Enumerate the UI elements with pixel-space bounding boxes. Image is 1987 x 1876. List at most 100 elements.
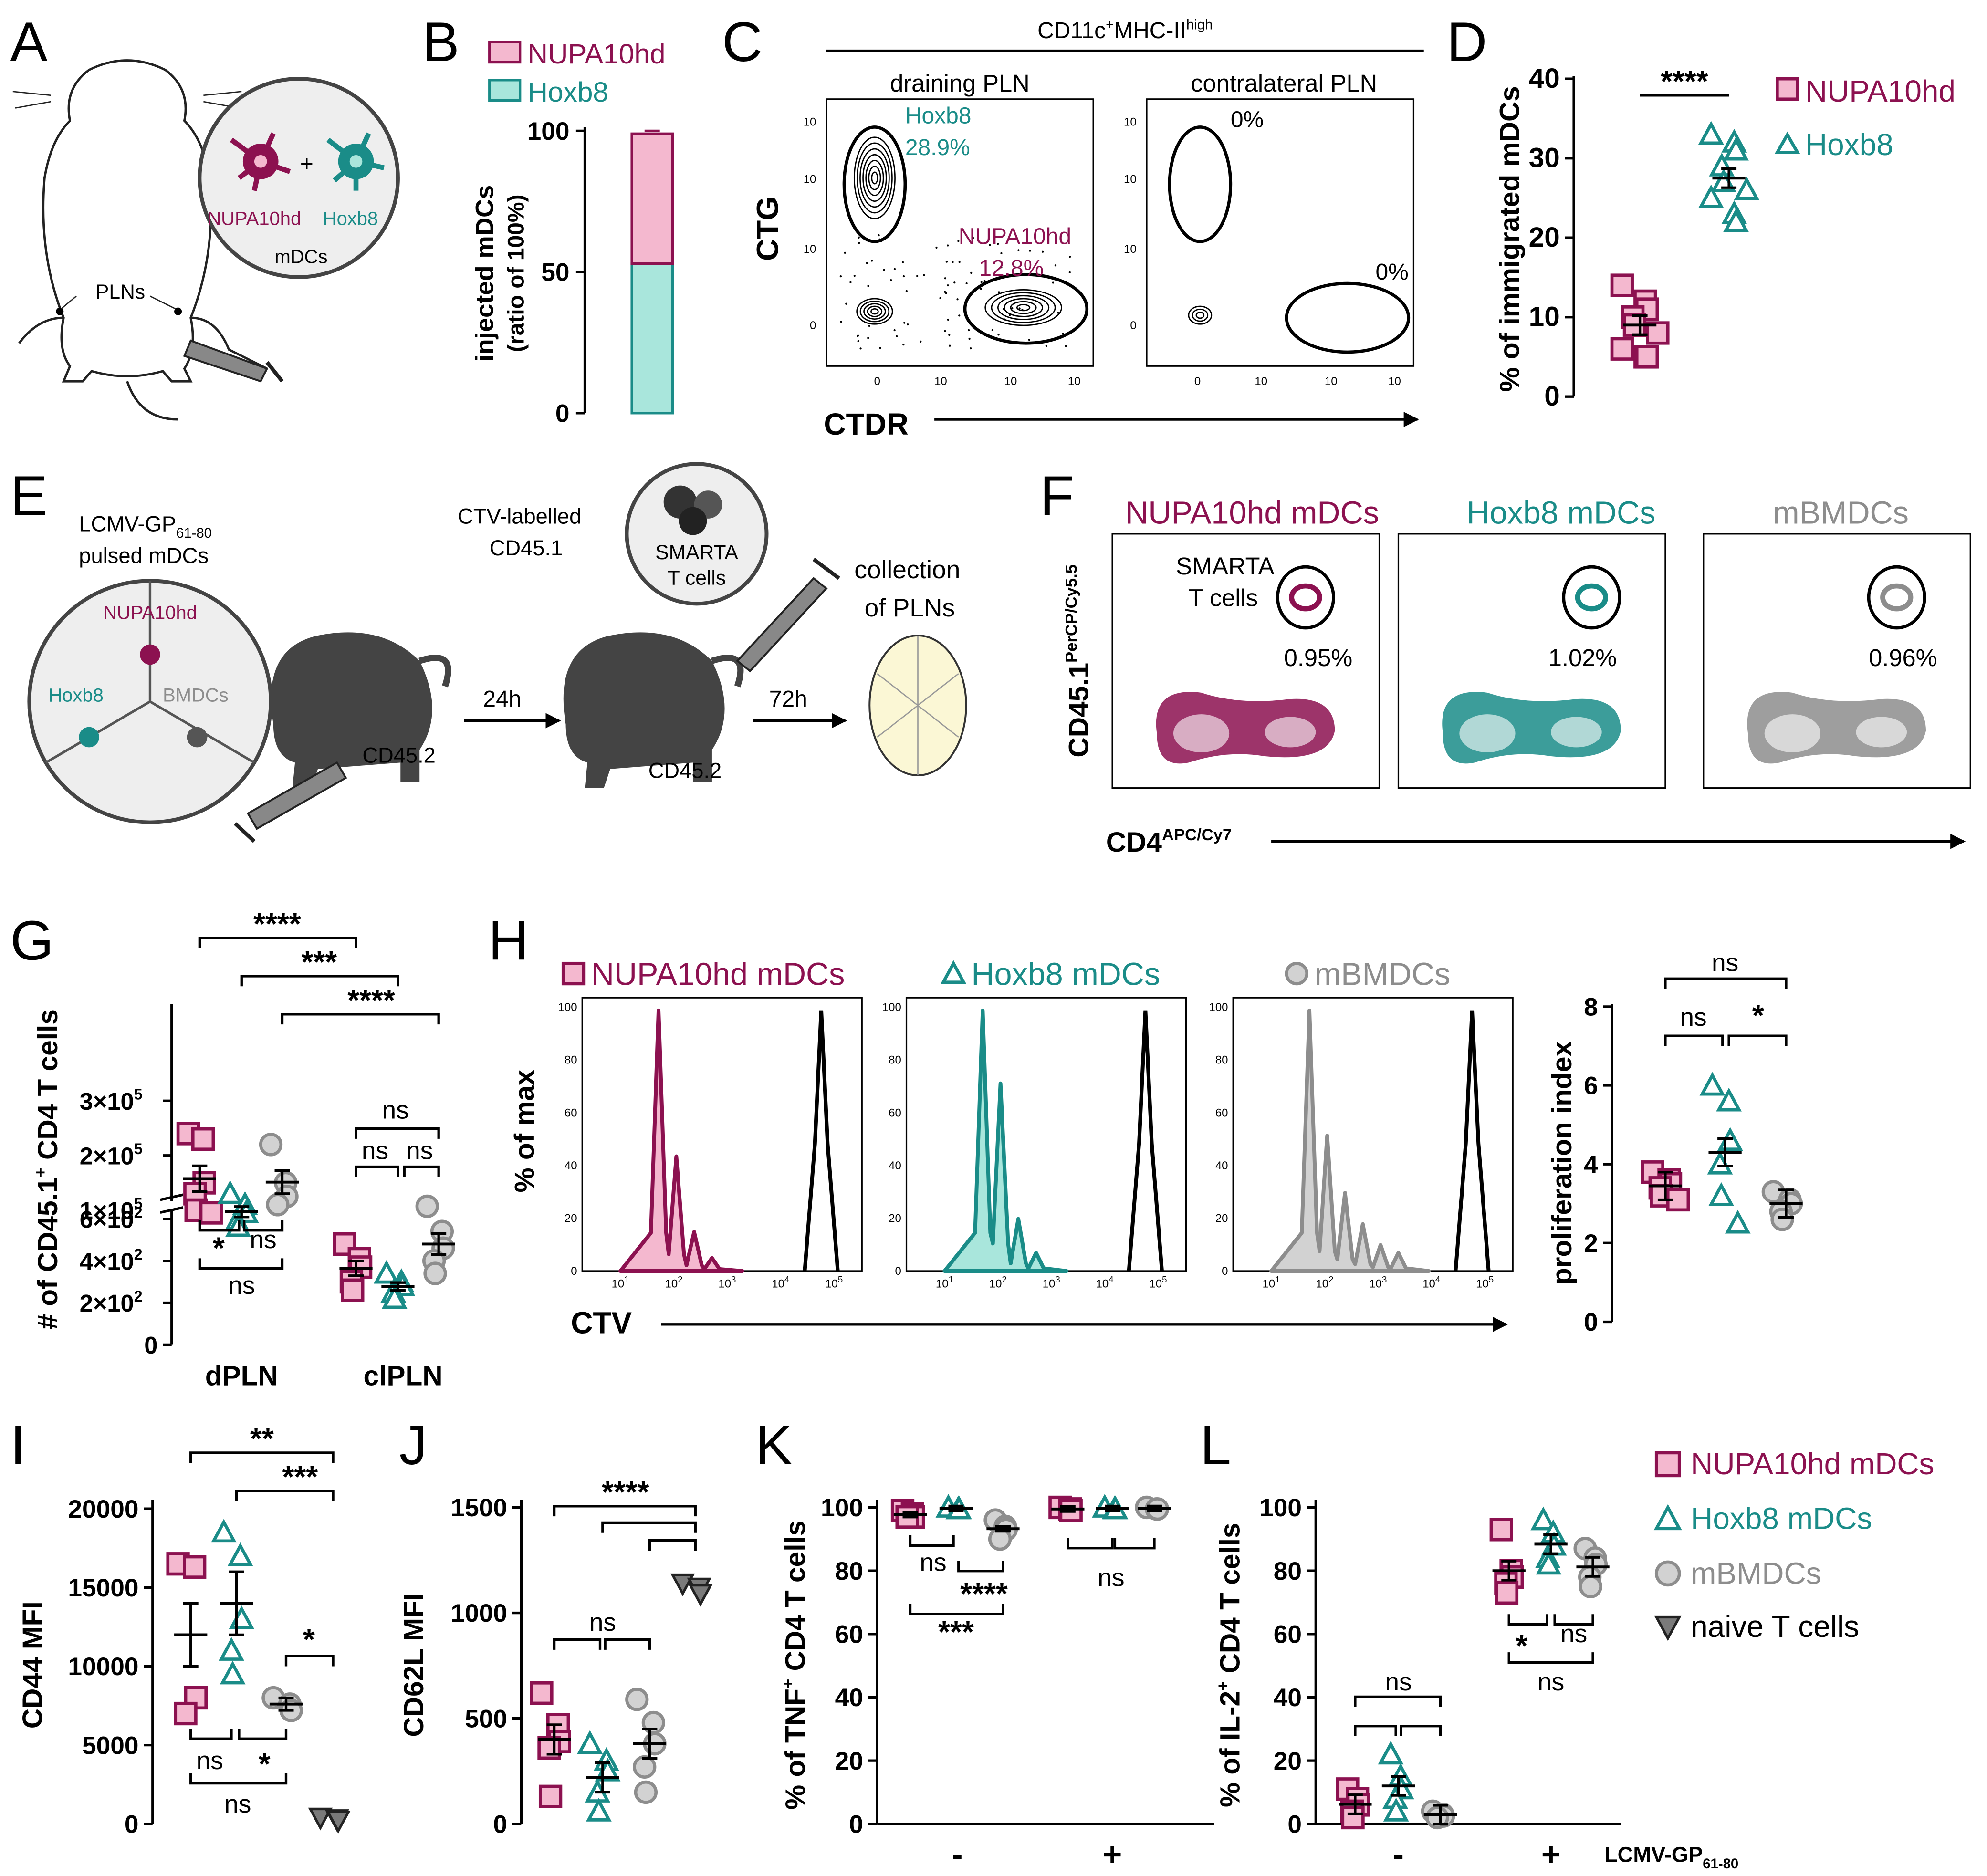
contour-hoxb8 <box>871 171 878 185</box>
d-point <box>1698 121 1724 145</box>
l-sig-label: ns <box>1537 1668 1564 1696</box>
h-y-tick-label: 0 <box>1222 1265 1228 1278</box>
panel-g-ylabel: # of CD45.1+ CD4 T cells <box>31 1009 63 1330</box>
h-y-tick-label: 20 <box>565 1212 577 1225</box>
c-y-tick-label: 10 <box>1124 116 1137 129</box>
d-y-tick-label: 10 <box>1529 301 1560 332</box>
sig-bracket <box>198 937 357 948</box>
panel-letter-i: I <box>10 1414 26 1476</box>
scatter-dot <box>867 285 869 287</box>
scatter-dot <box>1054 264 1057 267</box>
d-point <box>1610 273 1634 297</box>
f-pct-2: 1.02% <box>1548 644 1617 671</box>
scatter-dot <box>956 298 959 301</box>
l-x-tick-label: - <box>1393 1836 1404 1873</box>
c-zero-bottom: 0% <box>1376 260 1409 285</box>
scatter-dot <box>991 329 994 331</box>
d-point <box>1610 337 1634 361</box>
nupa-cell-icon <box>230 132 291 191</box>
panel-letters: A B C D E F G H I J K L <box>10 10 1487 1476</box>
h-legend-label: Hoxb8 mDCs <box>971 957 1160 992</box>
sig-bracket <box>403 1165 440 1177</box>
l-y-tick-label: 40 <box>1274 1684 1302 1712</box>
scatter-dot <box>879 347 881 349</box>
panel-k-ylabel: % of TNF+ CD4 T cells <box>779 1521 811 1810</box>
d-y-tick-label: 20 <box>1529 222 1560 253</box>
scatter-dot <box>1062 332 1064 335</box>
k-sig-label: ns <box>920 1549 946 1577</box>
panel-letter-j: J <box>399 1414 428 1476</box>
l-point <box>1425 1805 1449 1830</box>
h-y-tick-label: 100 <box>1209 1001 1228 1014</box>
sig-bracket <box>648 1539 697 1551</box>
e-pulsed-1: LCMV-GP61-80 <box>79 512 212 541</box>
c-x-tick-label: 0 <box>874 375 880 388</box>
panel-a-illustration: PLNs + NUPA10hd Hoxb8 mDCs <box>12 59 400 421</box>
i-sig-label: ns <box>224 1790 251 1818</box>
scatter-dot <box>958 314 961 317</box>
g-sig-label: *** <box>301 945 337 979</box>
j-y-tick-label: 500 <box>465 1705 507 1733</box>
f-smarta-gate <box>1562 565 1621 630</box>
c-x-tick-label: 10 <box>934 375 947 388</box>
scatter-dot <box>853 274 856 277</box>
l-sig-label: * <box>1516 1628 1527 1663</box>
scatter-dot <box>944 291 946 293</box>
legend-d-nupa: NUPA10hd <box>1805 74 1956 108</box>
h-y-tick-label: 0 <box>571 1265 577 1278</box>
h-x-tick-label: 105 <box>1476 1274 1494 1291</box>
scatter-dot <box>878 234 880 237</box>
contour-neg <box>859 301 890 323</box>
f-smarta-pop <box>1289 583 1322 612</box>
i-y-tick-label: 5000 <box>82 1731 139 1760</box>
b-y-tick-label: 50 <box>541 259 569 287</box>
sig-bracket <box>240 975 399 987</box>
d-point <box>1635 345 1659 369</box>
scatter-dot <box>980 281 983 283</box>
h-x-tick-label: 101 <box>612 1274 629 1291</box>
legend-d-hoxb8: Hoxb8 <box>1805 127 1893 162</box>
g-sig-label: ns <box>406 1137 433 1165</box>
panel-c-sub2: contralateral PLN <box>1191 70 1377 97</box>
scatter-dot <box>947 244 949 247</box>
k-y-tick-label: 0 <box>849 1810 863 1838</box>
contour-neg <box>867 305 883 317</box>
f-population-core <box>1764 714 1820 753</box>
f-pct-3: 0.96% <box>1869 644 1937 671</box>
pi-point <box>1770 1208 1794 1231</box>
k-y-tick-label: 80 <box>835 1557 863 1585</box>
j-point <box>530 1681 554 1705</box>
d-sig: **** <box>1661 64 1708 98</box>
pi-y-tick-label: 2 <box>1584 1230 1598 1258</box>
e-cd45-2: CD45.2 <box>648 758 722 782</box>
panel-letter-d: D <box>1447 10 1487 73</box>
scatter-dot <box>996 243 999 245</box>
mdcs-inset-circle <box>198 77 400 279</box>
f-gate-label-1: SMARTA <box>1176 552 1274 580</box>
l-legend-label: Hoxb8 mDCs <box>1691 1501 1872 1536</box>
e-nupa: NUPA10hd <box>103 602 197 623</box>
f-pct-1: 0.95% <box>1284 644 1353 671</box>
i-point <box>229 1605 255 1629</box>
pi-point <box>1716 1087 1742 1112</box>
g-x-clpln: clPLN <box>364 1361 443 1392</box>
f-title-bmdcs: mBMDCs <box>1773 496 1909 531</box>
sig-bracket <box>355 1165 399 1177</box>
hoxb8-cell-icon <box>326 132 385 191</box>
draining-pln-plot <box>826 98 1094 367</box>
e-ctv-2: CD45.1 <box>490 536 563 560</box>
k-x-tick-label: + <box>1103 1836 1122 1873</box>
scatter-dot <box>949 344 951 347</box>
contour-nupa <box>1016 304 1031 312</box>
l-point <box>1489 1518 1513 1542</box>
contour-neg <box>863 303 886 320</box>
contour-neg-2 <box>1195 312 1205 319</box>
contour-hoxb8 <box>859 148 890 208</box>
panel-letter-k: K <box>755 1414 793 1476</box>
h-x-tick-label: 105 <box>1149 1274 1167 1291</box>
b-y-tick-label: 0 <box>555 399 570 427</box>
j-point <box>625 1688 649 1711</box>
